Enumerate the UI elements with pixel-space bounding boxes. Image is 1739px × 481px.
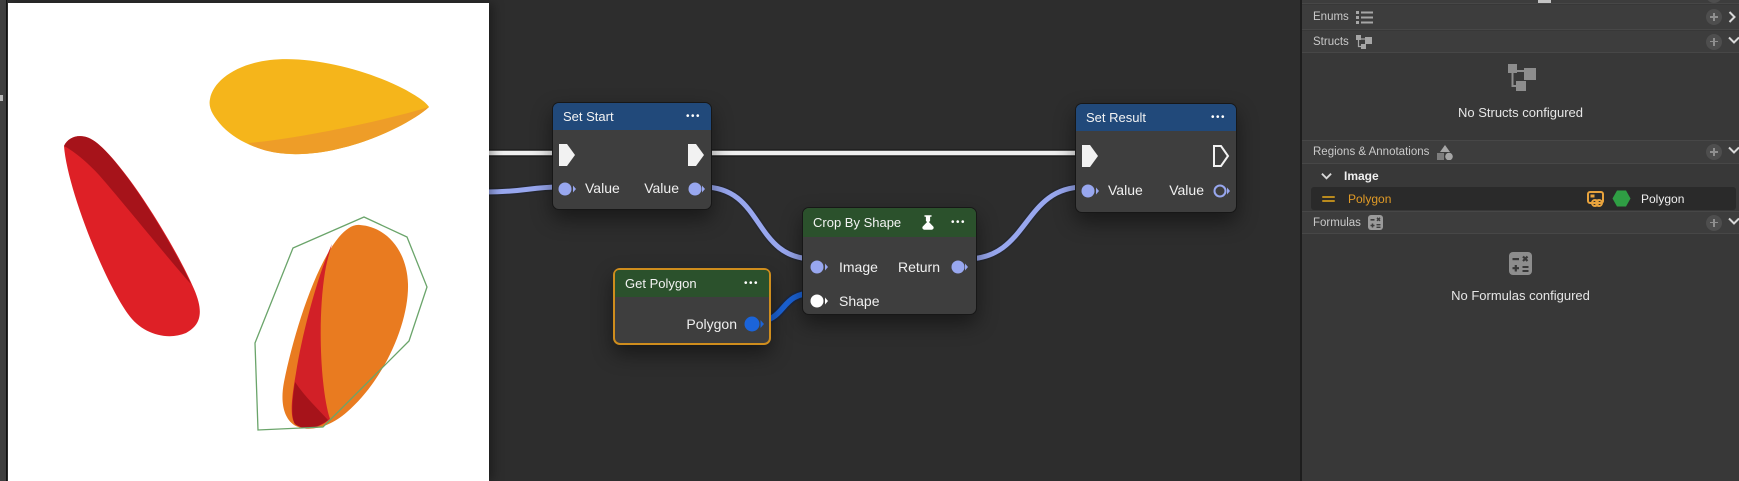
add-formula-button[interactable] bbox=[1706, 214, 1722, 231]
linked-image-icon bbox=[1587, 190, 1604, 207]
hierarchy-icon bbox=[1507, 64, 1536, 91]
section-header-enums[interactable]: Enums bbox=[1302, 5, 1739, 30]
yellow-blob bbox=[209, 59, 429, 155]
add-button[interactable] bbox=[1706, 0, 1722, 3]
exec-out-pin[interactable] bbox=[1213, 145, 1230, 167]
section-label: Regions & Annotations bbox=[1313, 146, 1430, 158]
section-header-formulas[interactable]: Formulas bbox=[1302, 211, 1739, 234]
section-label: Formulas bbox=[1313, 216, 1361, 229]
orange-blob bbox=[282, 224, 409, 429]
image-in-pin[interactable] bbox=[810, 259, 830, 275]
structs-empty-state: No Structs configured bbox=[1302, 64, 1739, 120]
drag-handle-icon[interactable] bbox=[1322, 195, 1335, 203]
port-label-polygon: Polygon bbox=[686, 316, 737, 332]
node-title: Set Start bbox=[563, 109, 614, 124]
calculator-icon bbox=[1509, 252, 1532, 275]
right-sidebar: Enums Structs bbox=[1300, 0, 1739, 481]
annotation-type: Polygon bbox=[1641, 191, 1685, 206]
chevron-down-icon[interactable] bbox=[1728, 217, 1739, 225]
annotation-name: Polygon bbox=[1348, 191, 1392, 206]
node-header[interactable]: Set Result ••• bbox=[1076, 104, 1236, 131]
port-label-value-in: Value bbox=[585, 180, 620, 196]
clipped-section-row bbox=[1302, 0, 1739, 4]
red-blob bbox=[64, 136, 200, 337]
node-set-start[interactable]: Set Start ••• Value Value bbox=[552, 102, 712, 210]
section-header-structs[interactable]: Structs bbox=[1302, 31, 1739, 53]
empty-text: No Structs configured bbox=[1457, 105, 1583, 120]
value-in-pin[interactable] bbox=[1081, 183, 1101, 199]
add-enum-button[interactable] bbox=[1706, 9, 1722, 25]
value-wire[interactable] bbox=[485, 183, 1085, 263]
tree-group-image[interactable]: Image bbox=[1302, 165, 1739, 186]
formulas-empty-state: No Formulas configured bbox=[1302, 252, 1739, 303]
node-title: Get Polygon bbox=[625, 276, 697, 291]
polygon-annotation-outline[interactable] bbox=[254, 216, 428, 431]
panel-handle-tick[interactable] bbox=[0, 95, 3, 101]
hierarchy-icon bbox=[1355, 34, 1372, 49]
node-menu-button[interactable]: ••• bbox=[743, 278, 759, 289]
node-menu-button[interactable]: ••• bbox=[950, 217, 966, 228]
node-get-polygon[interactable]: Get Polygon ••• Polygon bbox=[613, 268, 771, 345]
shape-in-pin[interactable] bbox=[810, 293, 830, 309]
node-title: Crop By Shape bbox=[813, 215, 902, 230]
node-header[interactable]: Crop By Shape ••• bbox=[803, 208, 976, 237]
collapsed-side-strip[interactable] bbox=[0, 0, 7, 481]
node-header[interactable]: Set Start ••• bbox=[553, 103, 711, 130]
node-header[interactable]: Get Polygon ••• bbox=[615, 270, 769, 297]
port-label-shape: Shape bbox=[839, 293, 880, 309]
shapes-cluster-icon bbox=[1437, 144, 1454, 160]
experiment-flask-icon bbox=[922, 215, 934, 230]
empty-text: No Formulas configured bbox=[1451, 288, 1590, 303]
exec-out-pin[interactable] bbox=[688, 144, 705, 166]
node-menu-button[interactable]: ••• bbox=[685, 111, 701, 122]
chevron-down-icon[interactable] bbox=[1321, 172, 1332, 180]
value-out-pin[interactable] bbox=[1211, 183, 1231, 199]
section-label: Enums bbox=[1313, 11, 1349, 23]
node-crop-by-shape[interactable]: Crop By Shape ••• Image Return Shape bbox=[802, 207, 977, 315]
section-label: Structs bbox=[1313, 35, 1349, 48]
polygon-out-pin[interactable] bbox=[743, 315, 765, 333]
numbered-list-icon bbox=[1355, 11, 1373, 24]
preview-image bbox=[64, 59, 429, 431]
chevron-down-icon[interactable] bbox=[1728, 146, 1739, 154]
image-preview-panel[interactable] bbox=[8, 3, 489, 481]
add-struct-button[interactable] bbox=[1706, 33, 1722, 50]
chevron-down-icon[interactable] bbox=[1728, 36, 1739, 44]
port-label-value-in: Value bbox=[1108, 182, 1143, 198]
return-out-pin[interactable] bbox=[949, 259, 969, 275]
value-in-pin[interactable] bbox=[558, 181, 578, 197]
exec-in-pin[interactable] bbox=[559, 144, 576, 166]
group-label: Image bbox=[1344, 168, 1379, 183]
add-region-button[interactable] bbox=[1706, 144, 1722, 160]
port-label-value-out: Value bbox=[1169, 182, 1204, 198]
chevron-right-icon[interactable] bbox=[1728, 11, 1736, 23]
value-out-pin[interactable] bbox=[686, 181, 706, 197]
clipped-icon bbox=[1538, 0, 1551, 3]
node-menu-button[interactable]: ••• bbox=[1210, 112, 1226, 123]
calculator-icon bbox=[1367, 215, 1383, 230]
green-hexagon-icon bbox=[1612, 190, 1631, 207]
section-header-regions[interactable]: Regions & Annotations bbox=[1302, 140, 1739, 164]
node-title: Set Result bbox=[1086, 110, 1146, 125]
port-label-value-out: Value bbox=[644, 180, 679, 196]
annotation-item-polygon[interactable]: Polygon Polygon bbox=[1311, 187, 1736, 210]
exec-in-pin[interactable] bbox=[1082, 145, 1099, 167]
port-label-image: Image bbox=[839, 259, 878, 275]
node-set-result[interactable]: Set Result ••• Value Value bbox=[1075, 103, 1237, 213]
port-label-return: Return bbox=[897, 259, 940, 275]
